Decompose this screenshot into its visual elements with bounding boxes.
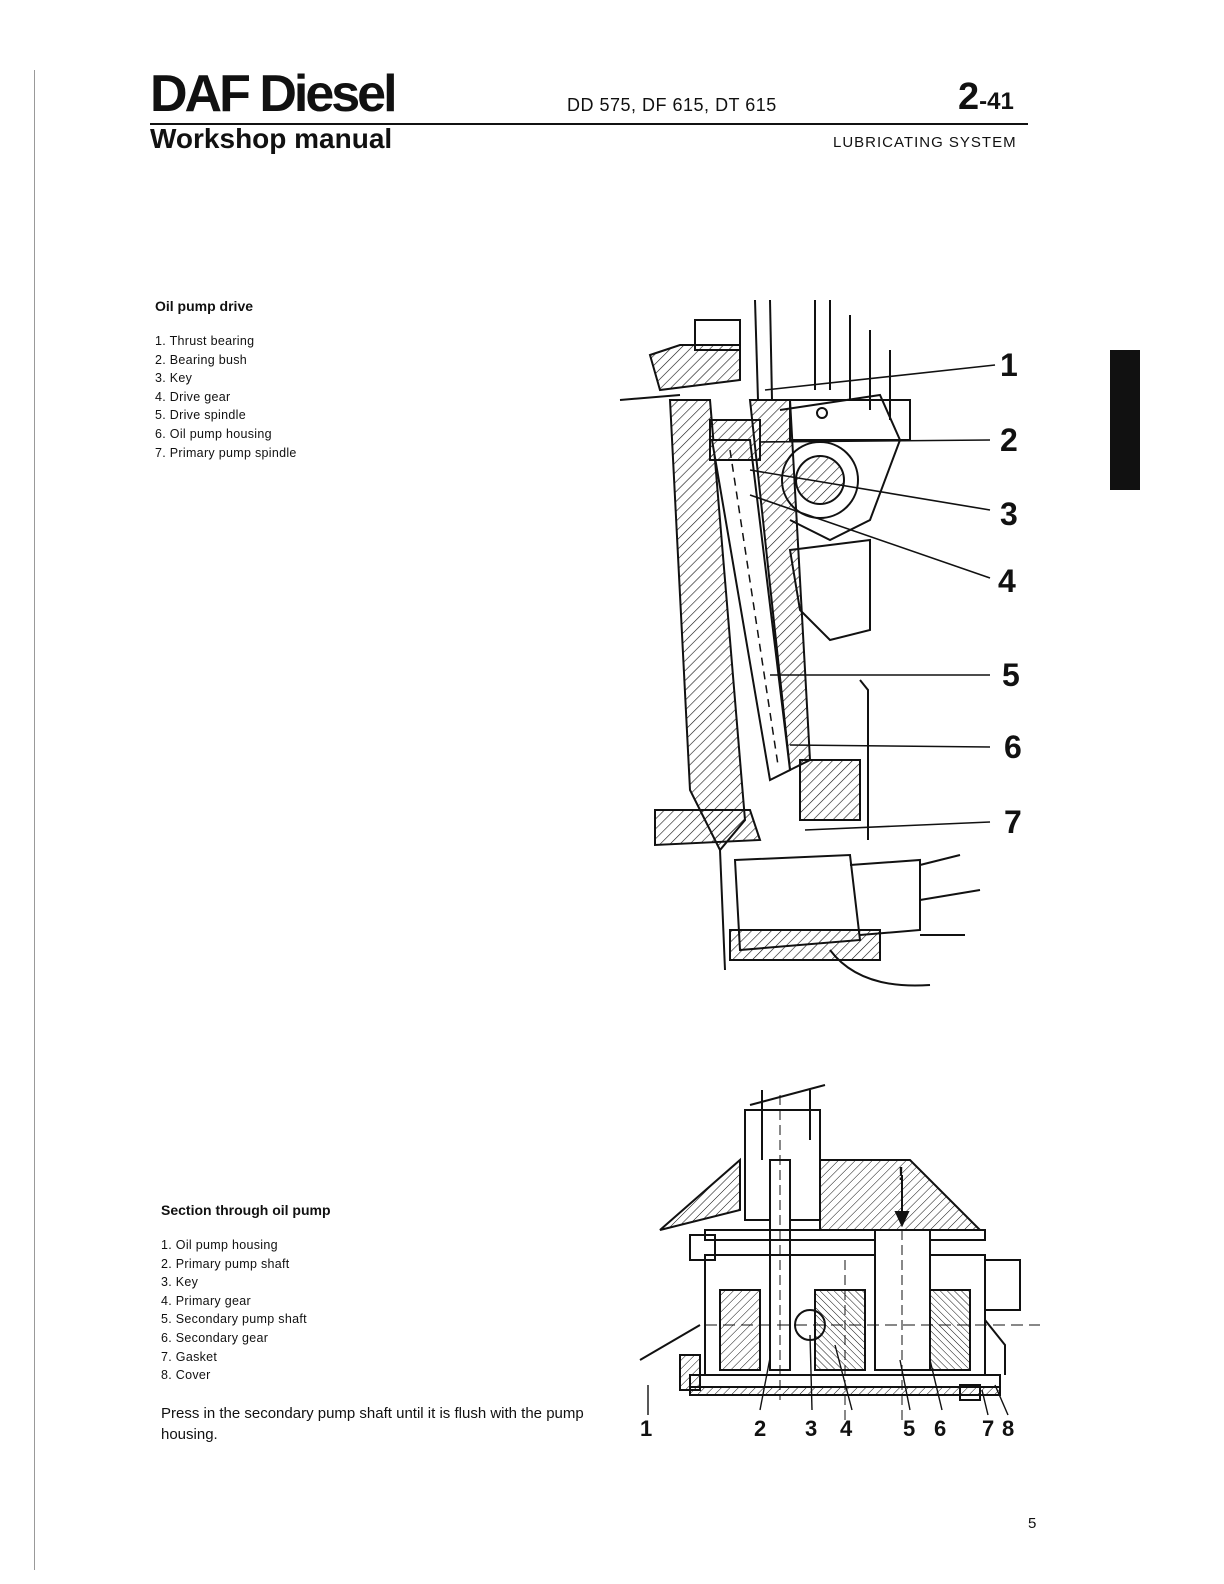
callout-8: 8	[1002, 1416, 1014, 1441]
callout-4: 4	[998, 563, 1016, 599]
figure1-legend: Oil pump drive 1. Thrust bearing 2. Bear…	[155, 298, 297, 462]
callout-2: 2	[754, 1416, 766, 1441]
page-code: 2-41	[958, 78, 1014, 116]
figure2-heading: Section through oil pump	[161, 1202, 331, 1218]
list-item: 7. Gasket	[161, 1349, 218, 1364]
figure2-legend: Section through oil pump 1. Oil pump hou…	[161, 1202, 591, 1445]
callout-4: 4	[840, 1416, 853, 1441]
callout-1: 1	[1000, 347, 1018, 383]
list-item: 6. Secondary gear	[161, 1330, 269, 1345]
list-item: 5. Drive spindle	[155, 408, 246, 423]
list-item: 4. Primary gear	[161, 1293, 251, 1308]
figure1-parts-list: 1. Thrust bearing 2. Bearing bush 3. Key…	[155, 332, 297, 462]
list-item: 4. Drive gear	[155, 389, 231, 404]
list-item: 7. Primary pump spindle	[155, 445, 297, 460]
page-code-main: 2	[958, 76, 980, 118]
brand-title: DAF Diesel	[150, 65, 398, 123]
oil-pump-drive-diagram: 1 2 3 4 5 6 7	[619, 299, 1022, 987]
list-item: 2. Primary pump shaft	[161, 1256, 290, 1271]
callout-2: 2	[1000, 422, 1018, 458]
figure2-parts-list: 1. Oil pump housing 2. Primary pump shaf…	[161, 1236, 591, 1385]
section-callout-leaders	[647, 1334, 1009, 1416]
page-number: 5	[1028, 1515, 1037, 1532]
callout-1: 1	[640, 1416, 652, 1441]
section-title: LUBRICATING SYSTEM	[833, 134, 1017, 151]
drive-assembly-drawing	[619, 299, 981, 987]
callout-6: 6	[1004, 729, 1022, 765]
header-rule	[150, 123, 1028, 125]
manual-subtitle: Workshop manual	[150, 123, 393, 154]
list-item: 5. Secondary pump shaft	[161, 1312, 307, 1327]
callout-6: 6	[934, 1416, 946, 1441]
figure1-heading: Oil pump drive	[155, 298, 254, 314]
callout-7: 7	[982, 1416, 994, 1441]
arrow-mark: !	[898, 1164, 904, 1184]
callout-3: 3	[805, 1416, 817, 1441]
callout-5: 5	[903, 1416, 915, 1441]
callout-7: 7	[1004, 804, 1022, 840]
model-list: DD 575, DF 615, DT 615	[567, 95, 777, 115]
list-item: 6. Oil pump housing	[155, 426, 272, 441]
pump-section-drawing	[639, 1084, 1040, 1420]
page-code-sub: -41	[979, 88, 1014, 115]
list-item: 1. Thrust bearing	[155, 334, 255, 348]
callout-5: 5	[1002, 657, 1020, 693]
callout-leaders	[749, 364, 996, 831]
section-callout-numbers: 1 2 3 4 5 6 7 8	[640, 1416, 1014, 1441]
oil-pump-section-diagram: ! 1 2 3 4 5 6 7 8	[639, 1084, 1040, 1441]
margin-line	[34, 70, 35, 1570]
callout-3: 3	[1000, 496, 1018, 532]
list-item: 3. Key	[155, 371, 193, 386]
list-item: 1. Oil pump housing	[161, 1238, 278, 1252]
list-item: 8. Cover	[161, 1368, 211, 1383]
callout-numbers: 1 2 3 4 5 6 7	[998, 347, 1022, 840]
section-tab-marker	[1110, 350, 1140, 490]
list-item: 2. Bearing bush	[155, 352, 248, 367]
assembly-note: Press in the secondary pump shaft until …	[161, 1404, 584, 1443]
list-item: 3. Key	[161, 1275, 199, 1290]
